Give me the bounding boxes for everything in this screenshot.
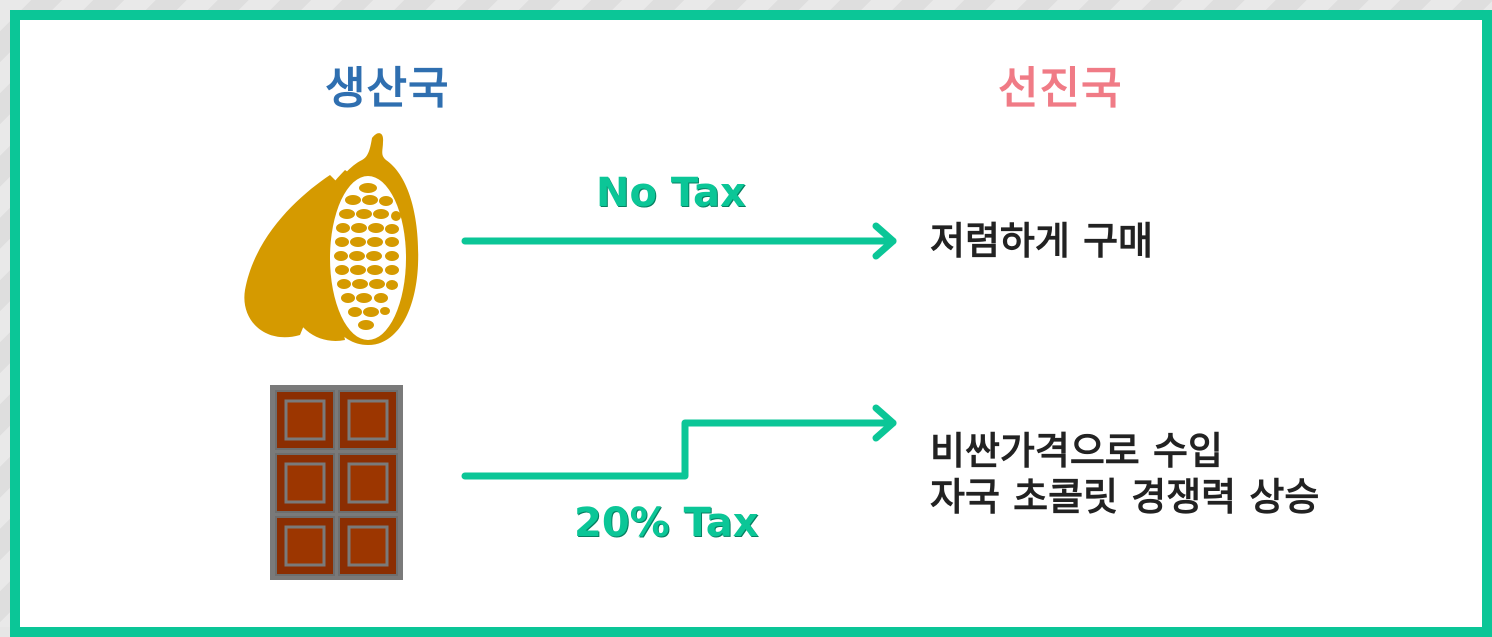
arrow-no-tax (461, 222, 897, 260)
tax-label: 20% Tax (574, 500, 759, 546)
developed-country-header: 선진국 (998, 63, 1123, 114)
arrow-tax (461, 404, 897, 480)
no-tax-label: No Tax (596, 170, 746, 216)
result-line-1: 비싼가격으로 수입 (930, 429, 1223, 473)
producer-country-header: 생산국 (325, 63, 450, 114)
result-cheap-purchase: 저렴하게 구매 (930, 219, 1153, 263)
chocolate-bar-icon (270, 385, 403, 580)
result-expensive-import: 비싼가격으로 수입 자국 초콜릿 경쟁력 상승 (930, 428, 1319, 520)
result-line-2: 자국 초콜릿 경쟁력 상승 (930, 475, 1320, 519)
cacao-pod-icon (244, 133, 419, 345)
